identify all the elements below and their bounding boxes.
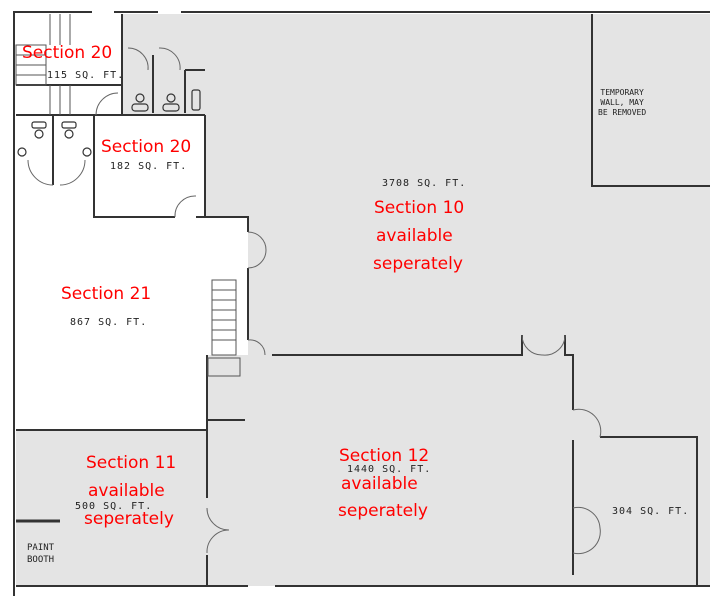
room-area: 500 SQ. FT.: [75, 501, 153, 512]
room-area: 304 SQ. FT.: [612, 506, 690, 517]
room-availability: available: [376, 226, 453, 246]
room-title: Section 20: [101, 137, 192, 157]
note-line: WALL, MAY: [600, 98, 644, 107]
room-availability: seperately: [373, 254, 463, 274]
room-area: 3708 SQ. FT.: [382, 178, 467, 189]
room-title: Section 11: [86, 453, 177, 473]
room-title: Section 12: [339, 446, 430, 466]
stairs: [15, 14, 241, 377]
note-line: PAINT: [27, 543, 55, 553]
temporary-wall-note: TEMPORARY WALL, MAY BE REMOVED: [598, 88, 646, 118]
leased-area: [16, 14, 248, 430]
room-availability: available: [88, 481, 165, 501]
room-area: 867 SQ. FT.: [70, 317, 148, 328]
room-area: 1440 SQ. FT.: [347, 464, 432, 475]
room-area: 115 SQ. FT.: [47, 70, 125, 81]
fixtures: [17, 89, 201, 157]
door-swings: [27, 47, 602, 555]
note-line: BE REMOVED: [598, 108, 647, 117]
room-title: Section 20: [22, 43, 113, 63]
room-title: Section 21: [61, 284, 152, 304]
room-availability: seperately: [84, 509, 174, 529]
room-availability: seperately: [338, 501, 428, 521]
room-area: 182 SQ. FT.: [110, 161, 188, 172]
room-availability: available: [341, 474, 418, 494]
room-title: Section 10: [374, 198, 465, 218]
paint-booth-label: PAINT BOOTH: [27, 542, 54, 566]
note-line: BOOTH: [27, 555, 55, 565]
walls: [13, 11, 710, 596]
note-line: TEMPORARY: [600, 88, 644, 97]
